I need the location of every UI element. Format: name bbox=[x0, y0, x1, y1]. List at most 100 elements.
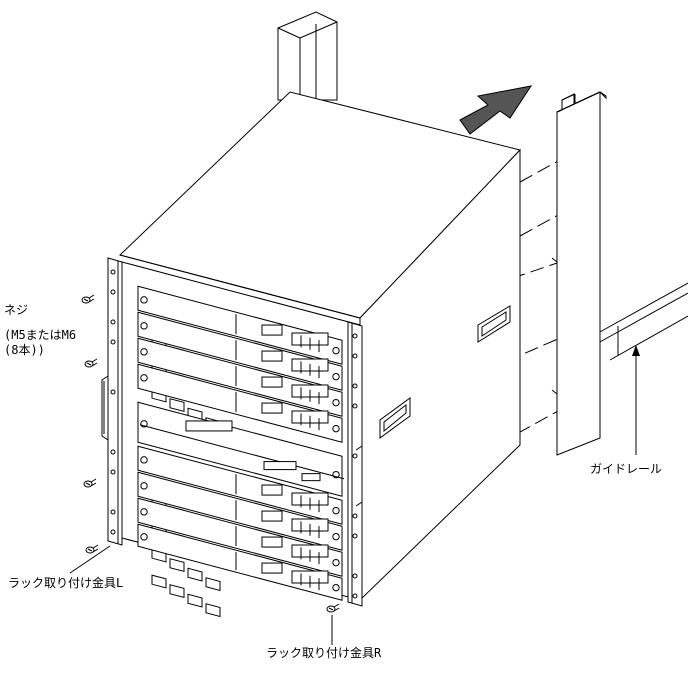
screw-shaft bbox=[92, 544, 99, 549]
thumbscrew bbox=[332, 583, 340, 592]
mount-hole bbox=[110, 529, 116, 535]
connector bbox=[261, 324, 283, 336]
thumbscrew bbox=[140, 348, 148, 356]
mount-hole bbox=[110, 509, 116, 515]
thumbscrew bbox=[332, 346, 340, 355]
thumbscrew bbox=[332, 532, 340, 541]
unit-slot bbox=[137, 497, 343, 592]
arrow-up-right-icon bbox=[459, 85, 533, 135]
mount-hole bbox=[352, 403, 358, 409]
bracket-holes bbox=[110, 269, 358, 599]
front-units bbox=[137, 285, 345, 618]
port-grid bbox=[263, 461, 297, 471]
port-block bbox=[205, 603, 221, 618]
mount-hole bbox=[352, 593, 358, 599]
screw-shaft bbox=[333, 607, 340, 612]
mount-hole bbox=[352, 513, 358, 519]
screw-shaft bbox=[91, 358, 98, 363]
thumbscrew bbox=[140, 374, 148, 382]
screw-label-count: (8本)) bbox=[4, 343, 45, 357]
mount-hole bbox=[110, 289, 116, 295]
side-handle-top bbox=[477, 305, 511, 343]
port-block bbox=[151, 574, 167, 589]
thumbscrew bbox=[332, 506, 340, 515]
screw-shaft bbox=[88, 298, 95, 303]
bracket-right bbox=[347, 321, 363, 607]
mount-hole bbox=[352, 533, 358, 539]
screw-shaft bbox=[90, 478, 97, 483]
connector bbox=[261, 350, 283, 362]
mount-hole bbox=[110, 269, 116, 275]
mount-hole bbox=[110, 339, 116, 345]
bracket-right-label: ラック取り付け金具R bbox=[266, 645, 382, 660]
screw-slot bbox=[328, 607, 334, 611]
mount-hole bbox=[352, 453, 358, 459]
thumbscrew bbox=[140, 508, 148, 516]
unit-face bbox=[137, 285, 343, 365]
unit-slot bbox=[137, 523, 343, 618]
mount-hole bbox=[352, 573, 358, 579]
unit-face bbox=[137, 311, 343, 391]
mount-hole bbox=[110, 449, 116, 455]
connector bbox=[301, 473, 321, 482]
port-block bbox=[205, 577, 221, 592]
screw-icon bbox=[81, 294, 95, 304]
screw-slot bbox=[85, 482, 91, 486]
unit-seam bbox=[139, 424, 345, 480]
rear-rack-post bbox=[277, 11, 338, 101]
port-block bbox=[169, 558, 185, 573]
port-block bbox=[187, 593, 203, 608]
display-window bbox=[185, 420, 233, 432]
thumbscrew bbox=[140, 296, 148, 304]
guide-rail bbox=[597, 282, 688, 455]
screw-shaft bbox=[333, 603, 340, 608]
mount-hole bbox=[352, 383, 358, 389]
thumbscrew bbox=[140, 482, 148, 490]
port-block bbox=[187, 567, 203, 582]
guide-rail-label: ガイドレール bbox=[590, 462, 662, 476]
connector bbox=[261, 562, 283, 574]
port-block bbox=[169, 398, 185, 413]
side-handle-bottom bbox=[379, 397, 411, 439]
unit-face bbox=[137, 471, 343, 551]
chassis bbox=[119, 91, 521, 602]
screw-label-spec: (M5またはM6 bbox=[4, 328, 76, 342]
thumbscrew bbox=[332, 424, 340, 433]
thumbscrew bbox=[332, 372, 340, 381]
port-block bbox=[169, 584, 185, 599]
screw-slot bbox=[87, 548, 93, 552]
screw-shaft bbox=[91, 362, 98, 367]
thumbscrew bbox=[140, 533, 148, 541]
connector bbox=[261, 402, 283, 414]
bracket-left bbox=[101, 257, 123, 546]
screw-shaft bbox=[92, 548, 99, 553]
screw-icon bbox=[83, 478, 97, 488]
unit-face bbox=[137, 523, 343, 601]
screw-slot bbox=[86, 362, 92, 366]
screw-icon bbox=[326, 603, 340, 613]
thumbscrew bbox=[332, 398, 340, 407]
thumbscrew bbox=[140, 322, 148, 330]
unit-slot bbox=[137, 401, 345, 497]
unit-face bbox=[137, 445, 343, 525]
unit-face bbox=[137, 363, 343, 443]
screws bbox=[81, 294, 340, 613]
thumbscrew bbox=[332, 558, 340, 567]
connector bbox=[261, 536, 283, 548]
connector bbox=[261, 484, 283, 496]
connector bbox=[261, 510, 283, 522]
mount-hole bbox=[110, 469, 116, 475]
screw-label-title: ネジ bbox=[4, 303, 28, 317]
screw-slot bbox=[83, 298, 89, 302]
mount-hole bbox=[352, 333, 358, 339]
leader-lines bbox=[69, 545, 333, 645]
thumbscrew bbox=[140, 456, 148, 464]
screw-shaft bbox=[88, 294, 95, 299]
mount-hole bbox=[110, 319, 116, 325]
screw-icon bbox=[85, 544, 99, 554]
connector bbox=[261, 376, 283, 388]
unit-face bbox=[137, 497, 343, 577]
mount-hole bbox=[352, 353, 358, 359]
